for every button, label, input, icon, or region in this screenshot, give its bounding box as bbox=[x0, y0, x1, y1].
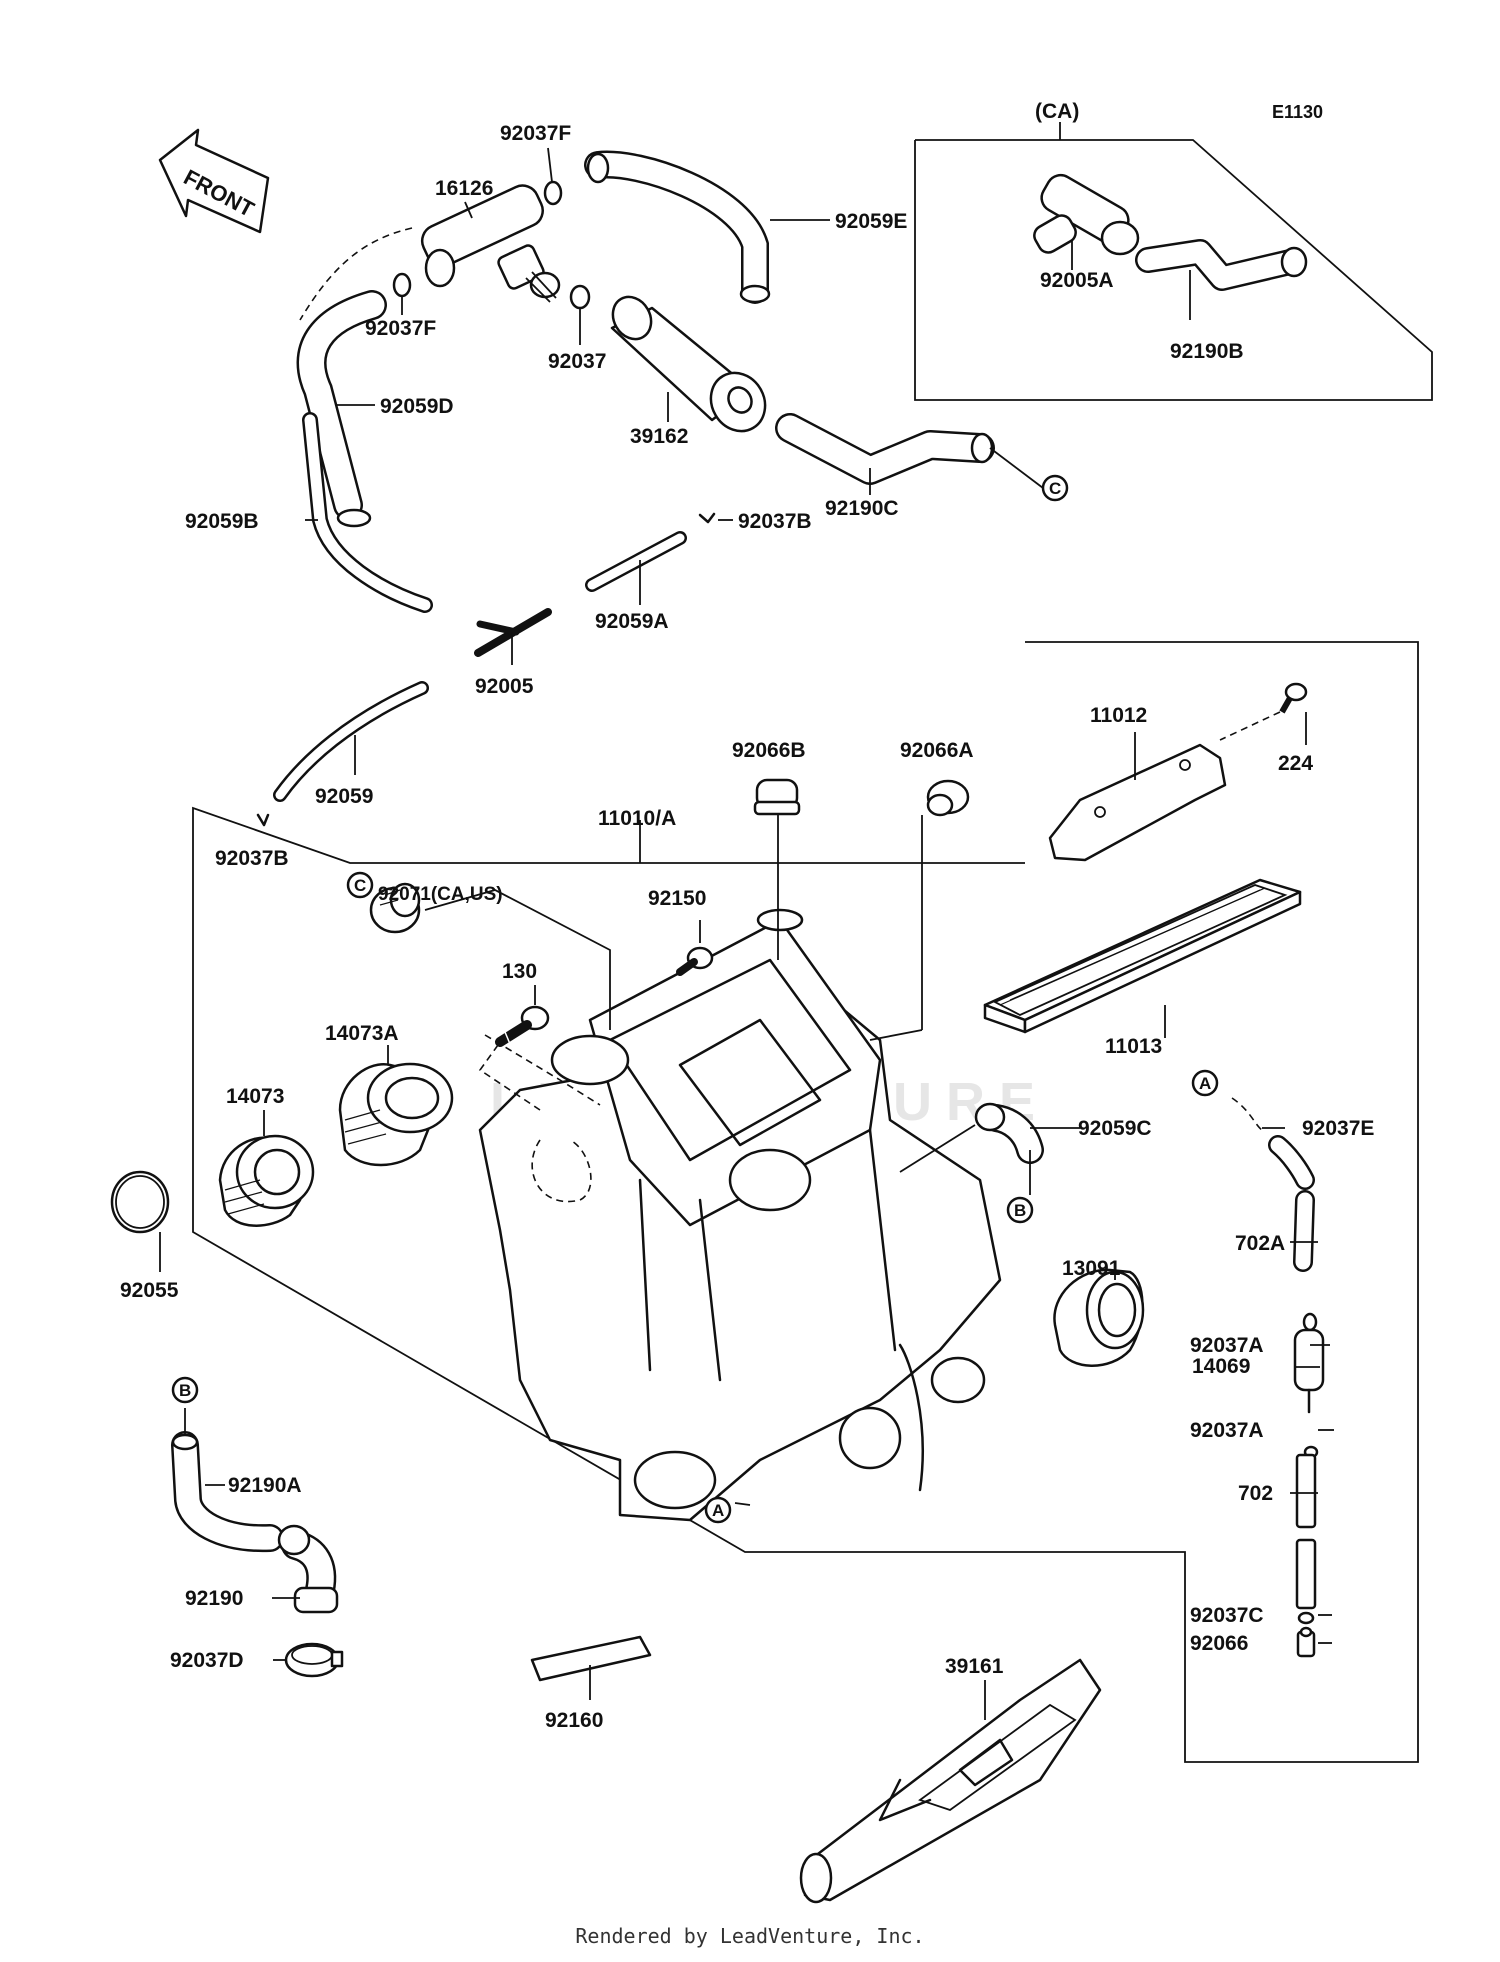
part-label-39161: 39161 bbox=[945, 1655, 1004, 1678]
pad-92160-icon bbox=[530, 1635, 652, 1682]
tee-fitting-92005a-icon bbox=[1033, 173, 1140, 256]
drain-line-assembly-icon bbox=[1268, 1135, 1325, 1658]
reference-marker-b-left: B bbox=[171, 1376, 199, 1404]
part-label-92037a: 92037A bbox=[1190, 1419, 1264, 1442]
part-label-11012: 11012 bbox=[1090, 704, 1147, 727]
part-label-92190a: 92190A bbox=[228, 1474, 302, 1497]
part-label-92190: 92190 bbox=[185, 1587, 243, 1610]
elbow-92059c-icon bbox=[974, 1102, 1044, 1164]
ca-variant-box: (CA) bbox=[914, 100, 1433, 401]
part-label-92066: 92066 bbox=[1190, 1632, 1248, 1655]
part-label-92059a: 92059A bbox=[595, 610, 669, 633]
svg-text:B: B bbox=[179, 1381, 191, 1400]
part-label-11010a: 11010/A bbox=[598, 807, 676, 830]
svg-text:B: B bbox=[1014, 1201, 1026, 1220]
reference-marker-a-bottom: A bbox=[704, 1496, 732, 1524]
part-label-92190c: 92190C bbox=[825, 497, 899, 520]
clamp-small-icon bbox=[256, 813, 270, 827]
svg-text:C: C bbox=[354, 876, 366, 895]
plug-92066b-icon bbox=[753, 778, 801, 816]
part-label-92190b: 92190B bbox=[1170, 340, 1244, 363]
part-label-92160: 92160 bbox=[545, 1709, 603, 1732]
airbox-assembly-frame bbox=[192, 641, 1419, 1763]
part-label-92059e: 92059E bbox=[835, 210, 907, 233]
hose-92190a-icon bbox=[171, 1431, 284, 1553]
part-label-92071: 92071(CA,US) bbox=[378, 884, 503, 905]
part-label-13091: 13091 bbox=[1062, 1257, 1121, 1280]
clamp-icon bbox=[392, 180, 591, 310]
bolt-130-icon bbox=[495, 1005, 550, 1047]
filter-element-11013-icon bbox=[983, 878, 1302, 1034]
leader-lines bbox=[159, 147, 1334, 1720]
part-label-702a: 702A bbox=[1235, 1232, 1285, 1255]
clamp-small-icon bbox=[698, 512, 716, 524]
grommet-92071-icon bbox=[369, 882, 421, 934]
part-label-14069: 14069 bbox=[1192, 1355, 1250, 1378]
reference-marker-c-left: C bbox=[346, 871, 374, 899]
bracket-11012-icon bbox=[1048, 743, 1227, 862]
part-label-92059: 92059 bbox=[315, 785, 373, 808]
part-labels: 16126 92037F 92059E 92037F 92037 92059D … bbox=[120, 122, 1374, 1732]
hose-92059-icon bbox=[273, 681, 429, 802]
part-label-92059d: 92059D bbox=[380, 395, 454, 418]
clamp-92037d-icon bbox=[284, 1642, 344, 1678]
svg-text:A: A bbox=[1199, 1074, 1211, 1093]
part-label-14073a: 14073A bbox=[325, 1022, 399, 1045]
elbow-92190-icon bbox=[277, 1524, 339, 1614]
o-ring-92055-icon bbox=[110, 1170, 170, 1234]
part-label-92005a: 92005A bbox=[1040, 269, 1114, 292]
part-label-92037c: 92037C bbox=[1190, 1604, 1264, 1627]
bolt-224-icon bbox=[1279, 682, 1308, 714]
part-label-16126: 16126 bbox=[435, 177, 493, 200]
valve-16126-icon bbox=[420, 184, 561, 303]
front-arrow-icon: FRONT bbox=[158, 128, 270, 234]
ca-variant-label: (CA) bbox=[1035, 100, 1079, 123]
part-label-92059c: 92059C bbox=[1078, 1117, 1152, 1140]
intake-duct-14073a-icon bbox=[338, 1062, 454, 1167]
bolt-92150-icon bbox=[676, 946, 714, 976]
part-label-92037f: 92037F bbox=[500, 122, 571, 145]
svg-text:C: C bbox=[1049, 479, 1061, 498]
intake-duct-14073-icon bbox=[218, 1134, 315, 1227]
part-label-92005: 92005 bbox=[475, 675, 534, 698]
part-label-11013: 11013 bbox=[1105, 1035, 1162, 1058]
part-label-702: 702 bbox=[1238, 1482, 1273, 1505]
reference-marker-a-right: A bbox=[1191, 1069, 1219, 1097]
part-label-39162: 39162 bbox=[630, 425, 688, 448]
part-label-92037d: 92037D bbox=[170, 1649, 244, 1672]
part-label-92037f: 92037F bbox=[365, 317, 436, 340]
air-box-housing-icon bbox=[478, 908, 1002, 1522]
part-label-92066b: 92066B bbox=[732, 739, 806, 762]
part-label-92037b: 92037B bbox=[738, 510, 812, 533]
intake-duct-39161-icon bbox=[799, 1658, 1102, 1904]
footer-credit: Rendered by LeadVenture, Inc. bbox=[575, 1924, 925, 1948]
part-label-130: 130 bbox=[502, 960, 537, 983]
part-label-92037a: 92037A bbox=[1190, 1334, 1264, 1357]
part-label-92055: 92055 bbox=[120, 1279, 179, 1302]
t-fitting-92005-icon bbox=[474, 608, 552, 657]
duct-13091-icon bbox=[1053, 1268, 1145, 1367]
reference-marker-c-right: C bbox=[1041, 474, 1069, 502]
svg-text:A: A bbox=[712, 1501, 724, 1520]
plug-92066a-icon bbox=[926, 779, 970, 817]
part-label-224: 224 bbox=[1278, 752, 1313, 775]
part-label-92037: 92037 bbox=[548, 350, 606, 373]
part-label-14073: 14073 bbox=[226, 1085, 284, 1108]
part-label-92037b: 92037B bbox=[215, 847, 289, 870]
part-label-92059b: 92059B bbox=[185, 510, 259, 533]
reference-marker-b-right: B bbox=[1006, 1196, 1034, 1224]
part-label-92066a: 92066A bbox=[900, 739, 974, 762]
diagram-code: E1130 bbox=[1272, 102, 1323, 122]
part-label-92150: 92150 bbox=[648, 887, 706, 910]
part-label-92037e: 92037E bbox=[1302, 1117, 1374, 1140]
filter-39162-icon bbox=[610, 295, 767, 433]
